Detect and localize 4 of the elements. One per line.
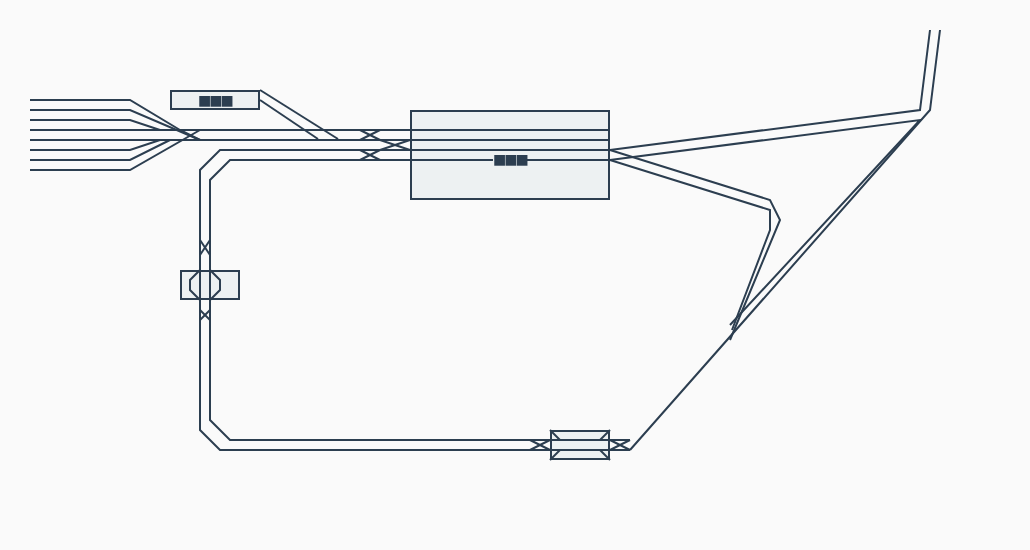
station-name: ■■■	[493, 152, 527, 166]
station-box	[410, 110, 610, 200]
station-name: ■■■	[198, 93, 232, 107]
station-box	[170, 90, 260, 110]
